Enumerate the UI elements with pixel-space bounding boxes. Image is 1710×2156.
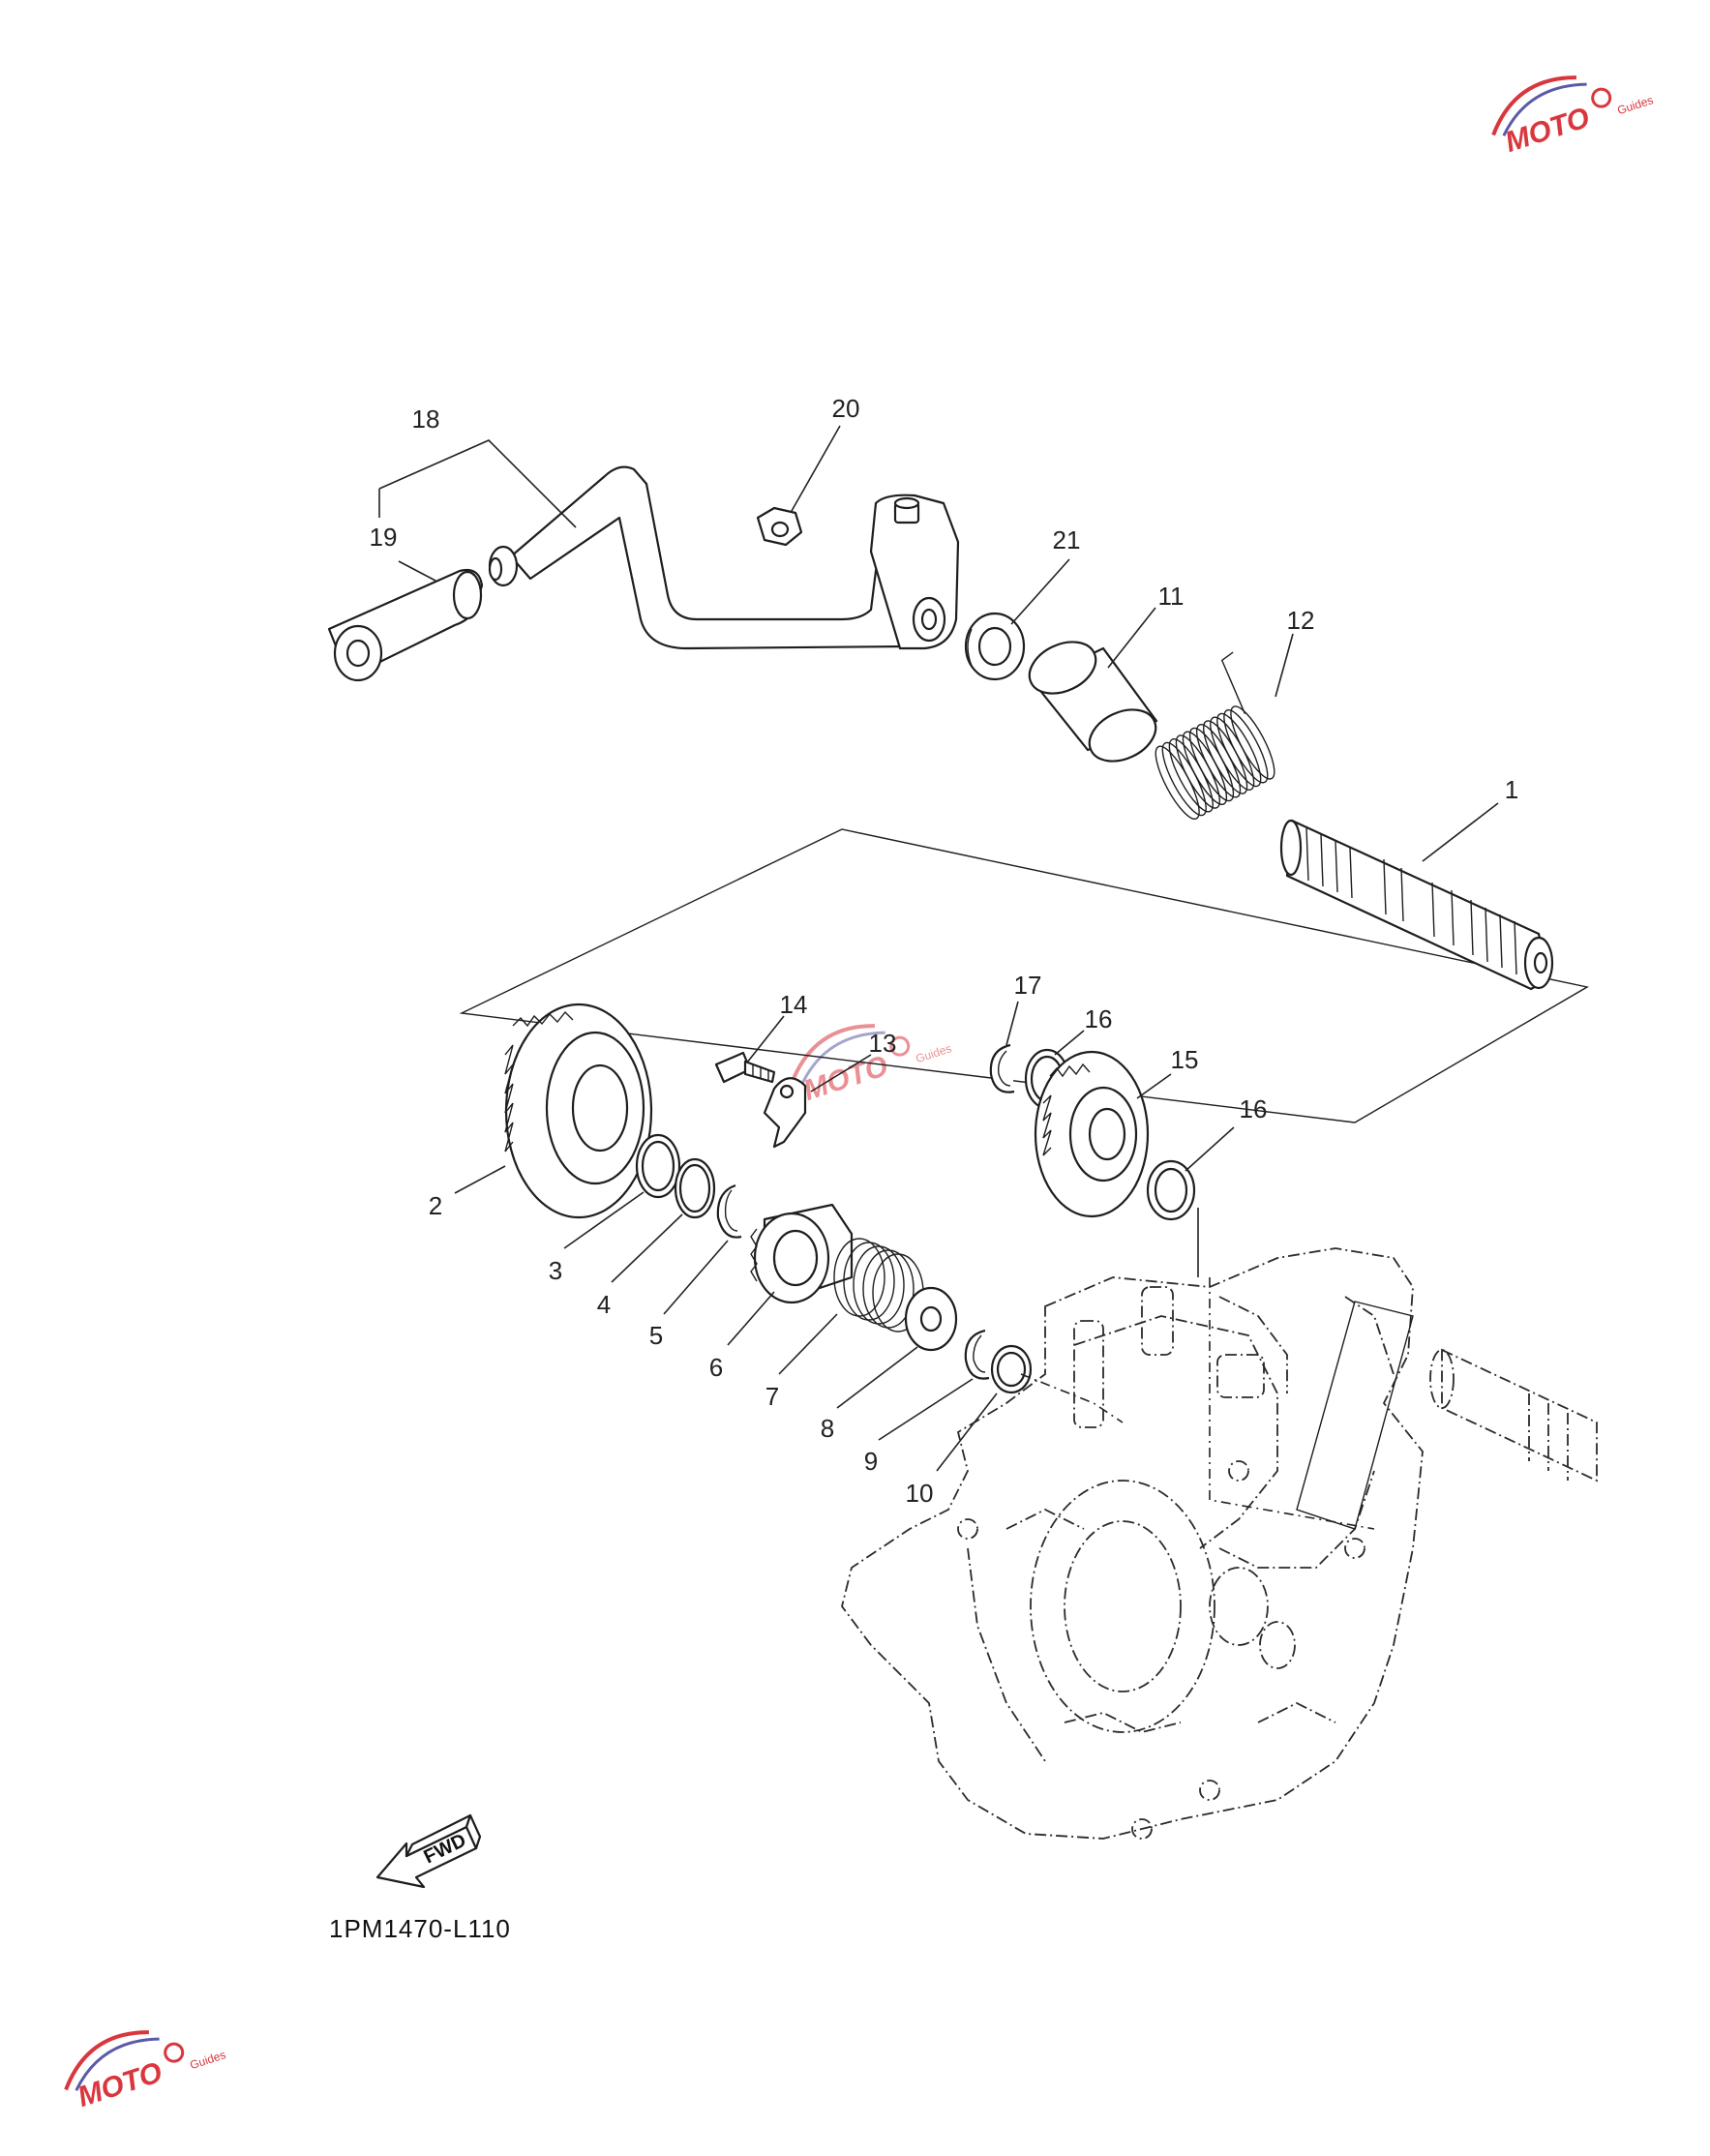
svg-text:Guides: Guides <box>189 2048 227 2072</box>
svg-text:Guides: Guides <box>1616 93 1655 117</box>
washer-4 <box>674 1157 716 1219</box>
crankcase-outline <box>841 1247 1424 1840</box>
label-part-8: 8 <box>821 1414 834 1443</box>
label-part-6: 6 <box>709 1353 723 1382</box>
watermark-logo-bottom: MOTO Guides <box>64 2030 227 2113</box>
circlip-5 <box>716 1183 742 1239</box>
label-part-16-lower: 16 <box>1240 1094 1268 1123</box>
leader-lines <box>378 425 1499 1472</box>
kick-clip-13 <box>763 1077 807 1149</box>
label-part-18: 18 <box>412 404 440 434</box>
label-part-19: 19 <box>370 523 398 552</box>
kick-idle-gear <box>1034 1050 1150 1218</box>
label-part-1: 1 <box>1505 775 1518 804</box>
bolt-14 <box>714 1051 776 1084</box>
label-part-4: 4 <box>597 1290 611 1319</box>
label-part-16-upper: 16 <box>1085 1004 1113 1033</box>
oil-seal <box>964 612 1026 681</box>
washer-16-lower <box>1146 1159 1196 1221</box>
output-shaft-stub <box>1429 1348 1598 1482</box>
label-part-15: 15 <box>1171 1045 1199 1074</box>
ratchet-wheel <box>750 1203 854 1304</box>
label-part-17: 17 <box>1014 971 1042 1000</box>
label-part-14: 14 <box>780 990 808 1019</box>
label-part-13: 13 <box>869 1029 897 1058</box>
axis-line-case <box>1209 1277 1375 1530</box>
watermark-logo-top: MOTO Guides <box>1491 75 1655 159</box>
kick-axle-shaft <box>1279 819 1554 991</box>
svg-text:Guides: Guides <box>915 1041 953 1065</box>
axis-line-lower <box>1020 1373 1124 1423</box>
forward-direction-arrow: FWD <box>375 1813 482 1889</box>
svg-text:MOTO: MOTO <box>1501 102 1593 159</box>
label-part-10: 10 <box>906 1479 934 1508</box>
kick-crank-boot <box>327 568 484 682</box>
case-reference-frame <box>1296 1301 1414 1530</box>
kick-crank-lever <box>488 465 960 650</box>
label-part-20: 20 <box>832 394 860 423</box>
svg-text:MOTO: MOTO <box>799 1050 891 1107</box>
kick-gear <box>504 1003 653 1219</box>
svg-text:MOTO: MOTO <box>74 2056 165 2113</box>
diagram-code: 1PM1470-L110 <box>329 1914 511 1943</box>
washer-10 <box>990 1344 1033 1394</box>
label-part-9: 9 <box>864 1447 878 1476</box>
label-part-5: 5 <box>649 1321 663 1350</box>
label-part-7: 7 <box>765 1382 779 1411</box>
kick-return-spring <box>1155 651 1275 820</box>
circlip-9 <box>964 1329 990 1380</box>
label-part-21: 21 <box>1053 525 1081 554</box>
part-labels: 1 2 3 4 5 6 7 8 9 10 11 12 13 14 15 16 1… <box>370 394 1519 1508</box>
washer-8 <box>904 1286 958 1352</box>
label-part-11: 11 <box>1158 582 1185 611</box>
kick-lever-nut <box>756 506 803 547</box>
circlip-17 <box>989 1043 1015 1093</box>
spring-guide-collar <box>1028 641 1158 763</box>
washer-3 <box>635 1133 681 1199</box>
label-part-3: 3 <box>549 1256 562 1285</box>
label-part-2: 2 <box>429 1191 442 1220</box>
label-part-12: 12 <box>1287 606 1315 635</box>
